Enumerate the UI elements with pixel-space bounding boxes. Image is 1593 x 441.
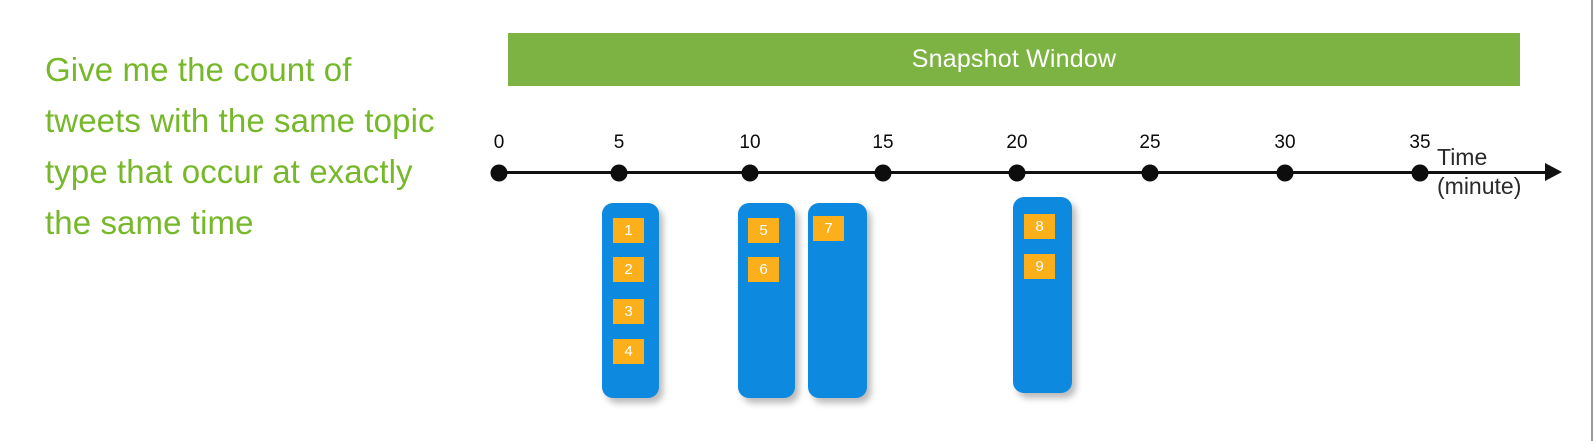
axis-title-line2: (minute) [1437, 173, 1522, 199]
tweet-item[interactable]: 9 [1024, 254, 1055, 279]
timeline-tick-label-0: 0 [493, 132, 505, 153]
tweet-item[interactable]: 1 [613, 218, 644, 243]
tweet-item[interactable]: 2 [613, 257, 644, 282]
tweet-group-box[interactable]: 1 2 3 4 [602, 203, 659, 398]
snapshot-window-label: Snapshot Window [911, 45, 1117, 73]
tweet-item[interactable]: 7 [813, 216, 844, 241]
timeline-tick-label-25: 25 [1139, 132, 1161, 153]
timeline-tick-label-10: 10 [739, 132, 761, 153]
tweet-item[interactable]: 3 [613, 299, 644, 324]
timeline-tick-label-5: 5 [613, 132, 625, 153]
timeline-tick-label-15: 15 [872, 132, 894, 153]
axis-title-line1: Time [1437, 144, 1488, 170]
tweet-item[interactable]: 8 [1024, 214, 1055, 239]
timeline-tick-label-35: 35 [1409, 132, 1431, 153]
timeline-tick-label-30: 30 [1274, 132, 1296, 153]
timeline-tick-dot-30 [1276, 164, 1294, 182]
timeline-axis-title: Time (minute) [1437, 143, 1521, 201]
tweet-item[interactable]: 5 [748, 218, 779, 243]
timeline-tick-dot-5 [610, 164, 628, 182]
timeline-tick-dot-20 [1008, 164, 1026, 182]
tweet-item[interactable]: 4 [613, 339, 644, 364]
prompt-text: Give me the count of tweets with the sam… [45, 51, 435, 241]
timeline-axis-line [499, 171, 1551, 174]
timeline-tick-dot-25 [1141, 164, 1159, 182]
timeline-tick-dot-10 [741, 164, 759, 182]
tweet-group-box[interactable]: 7 [808, 203, 867, 398]
timeline-tick-dot-0 [490, 164, 508, 182]
timeline-tick-dot-35 [1411, 164, 1429, 182]
snapshot-window-banner: Snapshot Window [508, 33, 1520, 86]
timeline-tick-label-20: 20 [1006, 132, 1028, 153]
tweet-item[interactable]: 6 [748, 257, 779, 282]
timeline-tick-dot-15 [874, 164, 892, 182]
timeline-arrow-icon [1545, 163, 1562, 181]
